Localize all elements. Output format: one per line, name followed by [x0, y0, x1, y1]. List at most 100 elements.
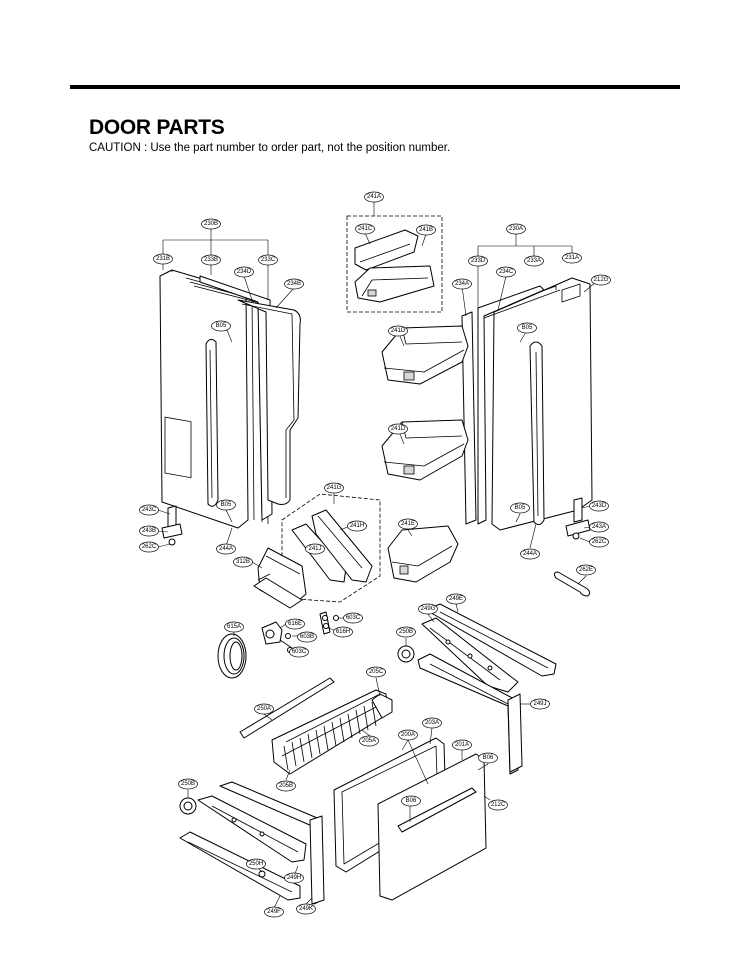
svg-text:241A: 241A — [367, 194, 381, 200]
svg-text:262C: 262C — [592, 539, 607, 545]
callout: 250B — [396, 626, 416, 638]
part-312b — [253, 547, 307, 609]
svg-text:250B: 250B — [181, 781, 195, 787]
valve-616h — [319, 611, 339, 635]
rail-249e — [421, 603, 557, 693]
svg-text:616E: 616E — [288, 621, 302, 627]
svg-text:234B: 234B — [287, 281, 301, 287]
basket-group-241a — [346, 215, 443, 313]
svg-text:230A: 230A — [509, 226, 523, 232]
callout: B06 — [401, 795, 421, 807]
svg-text:231A: 231A — [565, 255, 579, 261]
svg-text:616H: 616H — [336, 629, 350, 635]
tube-coil-615a — [217, 633, 247, 679]
callout: 201A — [452, 739, 472, 751]
callout: 243C — [139, 504, 159, 516]
svg-text:244A: 244A — [523, 551, 537, 557]
callout: 241D — [388, 423, 408, 435]
door-bin-241d-lower — [381, 419, 469, 481]
door-bin-241e — [387, 525, 459, 583]
callout: 616E — [285, 618, 305, 630]
svg-text:249G: 249G — [421, 606, 436, 612]
callout: 212C — [488, 799, 508, 811]
svg-text:249F: 249F — [267, 909, 281, 915]
callout: 616H — [333, 626, 353, 638]
svg-text:243D: 243D — [592, 503, 607, 509]
callout: B05 — [517, 322, 537, 334]
callout: 241G — [324, 482, 344, 494]
svg-text:203A: 203A — [425, 720, 439, 726]
svg-text:B05: B05 — [221, 502, 232, 508]
rail-249k — [309, 815, 325, 905]
callout: 212G — [591, 274, 611, 286]
basket-205a — [271, 689, 393, 775]
callout: 262C — [139, 541, 159, 553]
callout: 603C — [289, 646, 309, 658]
svg-text:249H: 249H — [287, 875, 301, 881]
door-bin-241d-upper — [381, 325, 469, 385]
svg-text:212G: 212G — [594, 277, 609, 283]
valve-616e — [261, 621, 293, 653]
svg-text:233B: 233B — [204, 257, 218, 263]
callout: B06 — [478, 752, 498, 764]
callout: 230B — [201, 218, 221, 230]
callout: 250A — [254, 703, 274, 715]
svg-text:234D: 234D — [237, 269, 252, 275]
gear-250b-upper — [397, 645, 415, 663]
svg-text:B06: B06 — [406, 798, 417, 804]
svg-text:262E: 262E — [579, 567, 593, 573]
svg-text:231B: 231B — [156, 256, 170, 262]
svg-text:250H: 250H — [249, 861, 263, 867]
svg-text:249E: 249E — [449, 596, 463, 602]
callout: 241J — [305, 543, 325, 555]
callout: 234C — [496, 266, 516, 278]
callout: 244A — [520, 548, 540, 560]
callout: 249G — [418, 603, 438, 615]
svg-text:B05: B05 — [515, 505, 526, 511]
callout: 205C — [366, 666, 386, 678]
page-title: DOOR PARTS — [89, 116, 225, 139]
svg-text:201A: 201A — [455, 742, 469, 748]
callout: 205A — [359, 735, 379, 747]
gear-250b-lower — [179, 797, 197, 815]
callout: 241H — [347, 520, 367, 532]
svg-text:603C: 603C — [346, 615, 361, 621]
left-door-assembly — [159, 269, 301, 546]
svg-text:241J: 241J — [308, 546, 321, 552]
svg-text:230B: 230B — [204, 221, 218, 227]
svg-text:205B: 205B — [279, 783, 293, 789]
svg-text:233D: 233D — [471, 258, 486, 264]
callout: 203A — [422, 717, 442, 729]
svg-text:241G: 241G — [327, 485, 342, 491]
svg-text:241C: 241C — [358, 226, 373, 232]
svg-text:249J: 249J — [533, 701, 546, 707]
callout: 250H — [246, 858, 266, 870]
svg-text:244A: 244A — [219, 546, 233, 552]
svg-text:233A: 233A — [527, 258, 541, 264]
callout: B05 — [211, 320, 231, 332]
svg-text:603B: 603B — [300, 634, 314, 640]
svg-text:243C: 243C — [142, 507, 157, 513]
callout: 230A — [506, 223, 526, 235]
svg-text:243A: 243A — [592, 524, 606, 530]
svg-text:249K: 249K — [299, 906, 313, 912]
bar-250a — [239, 677, 335, 739]
callout: 205B — [276, 780, 296, 792]
callout: B05 — [216, 499, 236, 511]
callout: 249K — [296, 903, 316, 915]
callout: 234D — [234, 266, 254, 278]
header-rule — [70, 85, 680, 89]
rail-249j — [417, 653, 523, 775]
svg-text:262C: 262C — [142, 544, 157, 550]
callout: 250B — [178, 778, 198, 790]
callout: 241E — [398, 518, 418, 530]
callout: 249H — [284, 872, 304, 884]
callout: 234B — [284, 278, 304, 290]
caution-note: CAUTION : Use the part number to order p… — [89, 142, 451, 154]
callout: B05 — [510, 502, 530, 514]
svg-text:B05: B05 — [522, 325, 533, 331]
rail-249h — [197, 781, 323, 905]
svg-text:243B: 243B — [142, 528, 156, 534]
rail-249f — [179, 831, 301, 901]
